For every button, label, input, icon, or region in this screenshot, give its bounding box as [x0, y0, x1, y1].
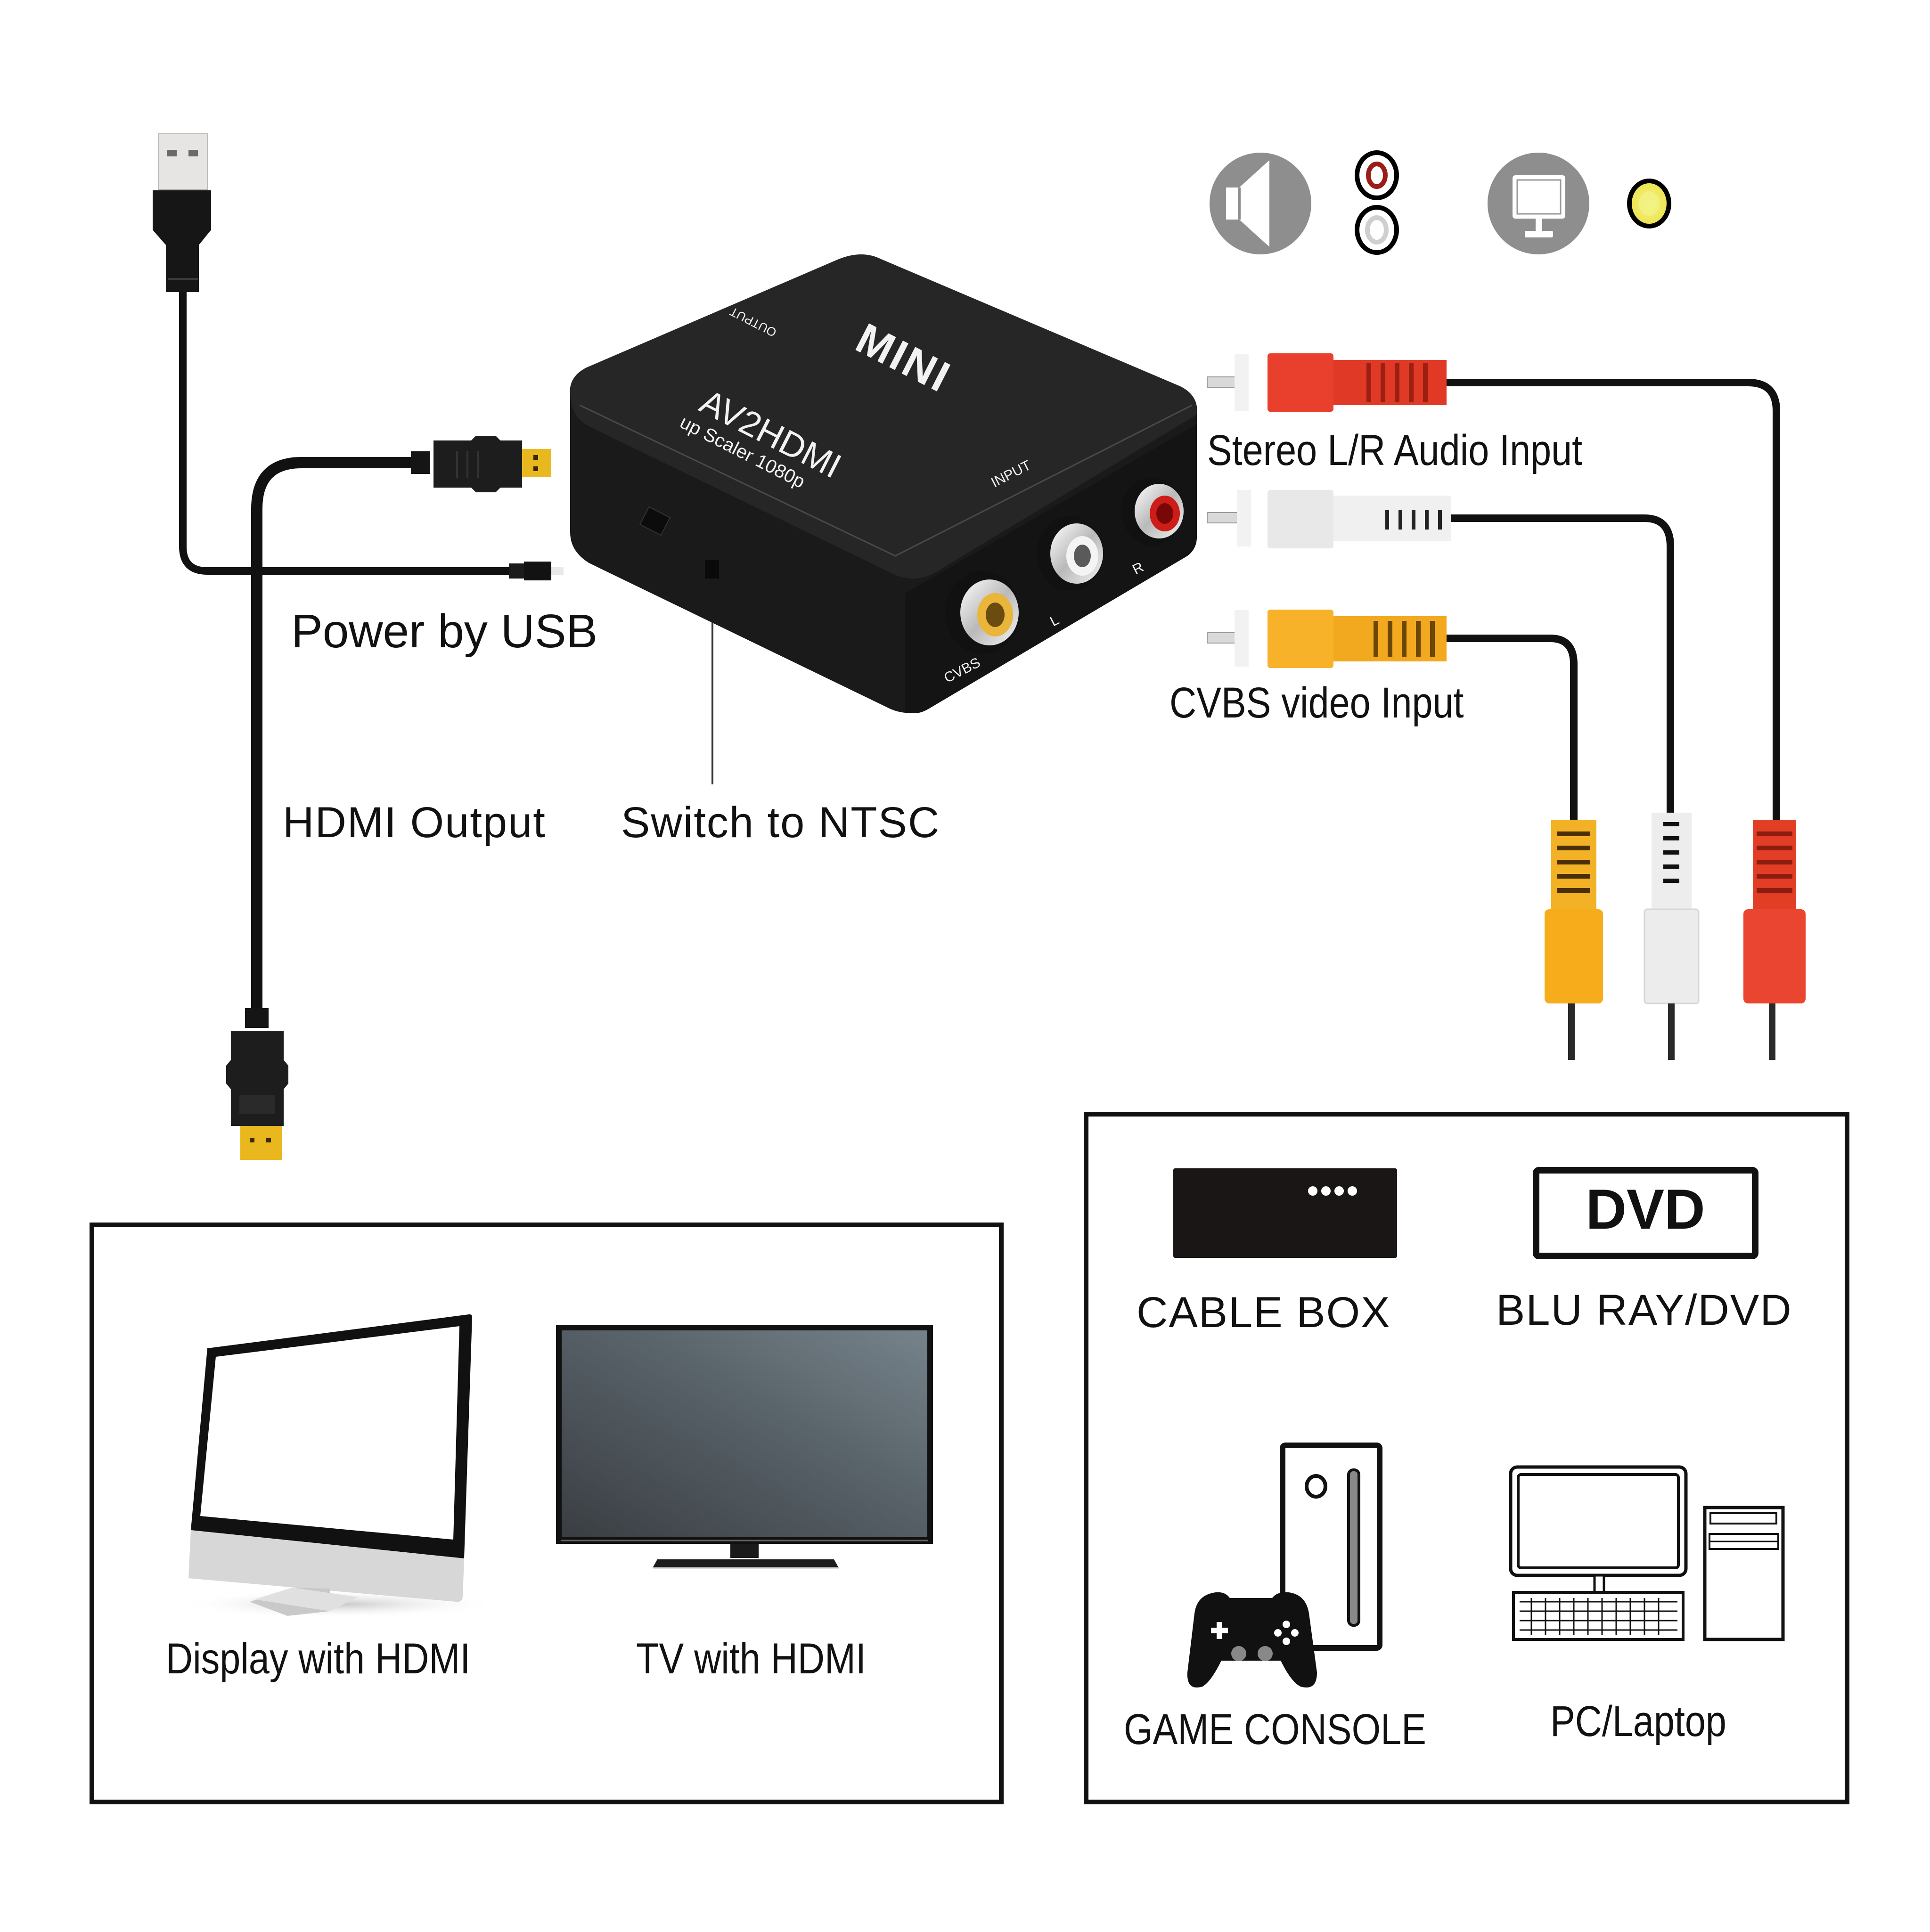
label-stereo-audio-input: Stereo L/R Audio Input — [1207, 426, 1583, 474]
white-jack-icon — [1355, 205, 1399, 255]
dc-barrel-plug — [509, 562, 564, 580]
av2hdmi-converter: MINI AV2HDMI up Scaler 1080p OUTPUT INPU… — [570, 254, 1197, 713]
audio-legend — [1210, 150, 1399, 255]
desktop-pc-icon — [1509, 1465, 1785, 1641]
jack-audio-left-white[interactable] — [1037, 516, 1103, 591]
yellow-jack-icon — [1627, 179, 1671, 228]
label-power-by-usb: Power by USB — [291, 605, 598, 658]
usb-a-plug — [153, 133, 211, 292]
usb-power-port[interactable] — [639, 506, 671, 536]
rca-cables — [1442, 379, 1780, 839]
hdmi-output-cable — [226, 436, 551, 1160]
label-game-console: GAME CONSOLE — [1124, 1705, 1426, 1753]
label-display-with-hdmi: Display with HDMI — [166, 1635, 471, 1683]
ntsc-pal-switch[interactable] — [705, 560, 719, 579]
hdmi-plug-top — [411, 436, 551, 492]
label-cable-box: CABLE BOX — [1137, 1288, 1391, 1337]
jack-cvbs-yellow[interactable] — [945, 571, 1020, 654]
label-cvbs-video-input: CVBS video Input — [1169, 679, 1464, 727]
label-switch-to-ntsc: Switch to NTSC — [621, 799, 940, 847]
cable-box-icon — [1173, 1168, 1397, 1258]
label-pc-laptop: PC/Laptop — [1550, 1697, 1726, 1745]
speaker-icon — [1210, 153, 1311, 254]
label-tv-with-hdmi: TV with HDMI — [636, 1635, 866, 1683]
tv-icon — [556, 1325, 933, 1569]
rca-plug-yellow-horizontal — [1207, 610, 1447, 668]
rca-plug-white-horizontal — [1207, 490, 1451, 548]
label-blu-ray-dvd: BLU RAY/DVD — [1496, 1286, 1792, 1334]
usb-power-cable — [153, 133, 564, 580]
monitor-icon — [179, 1314, 499, 1618]
dvd-badge: DVD — [1586, 1178, 1705, 1241]
rca-plug-red-horizontal — [1207, 353, 1447, 412]
monitor-icon — [1488, 153, 1589, 254]
rca-plug-white-vertical — [1644, 813, 1700, 1060]
rca-plug-yellow-vertical — [1545, 820, 1603, 1060]
video-legend — [1488, 153, 1671, 254]
hdmi-plug-bottom — [226, 1008, 288, 1160]
dvd-player-icon: DVD — [1533, 1167, 1758, 1259]
rca-plug-red-vertical — [1743, 820, 1806, 1060]
jack-audio-right-red[interactable] — [1121, 477, 1184, 545]
label-hdmi-output: HDMI Output — [283, 799, 546, 847]
game-console-icon — [1187, 1443, 1382, 1687]
red-jack-icon — [1355, 150, 1399, 200]
